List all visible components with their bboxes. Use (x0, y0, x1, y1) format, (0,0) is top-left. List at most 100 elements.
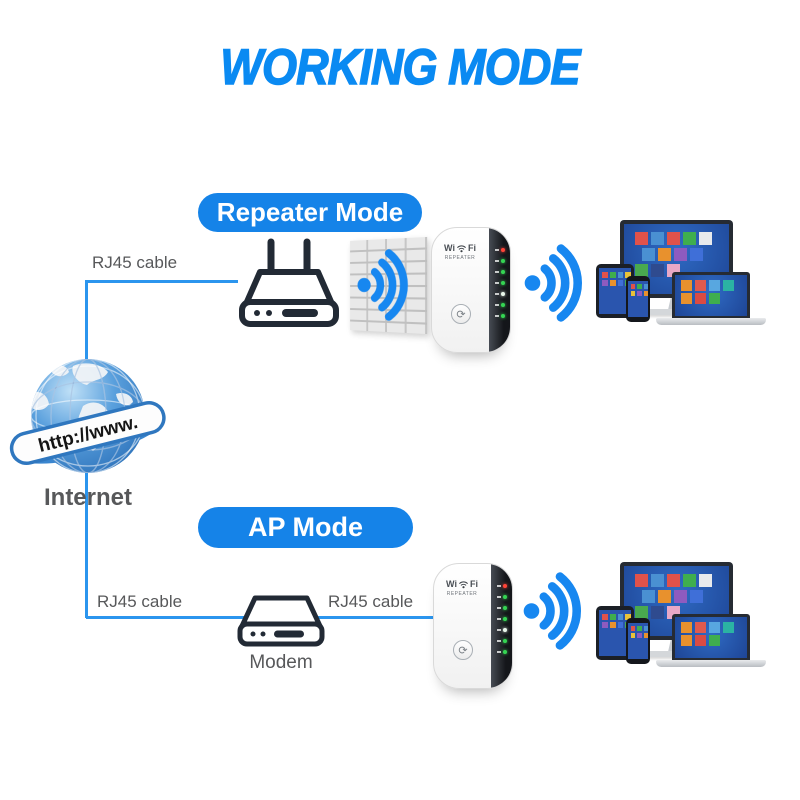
laptop-app-tiles (675, 617, 747, 646)
led-indicator (494, 270, 505, 274)
router-icon (239, 238, 339, 327)
repeater-brand: Wi Fi (432, 243, 488, 253)
laptop-screen (672, 614, 750, 661)
app-tile (674, 590, 687, 603)
app-tile (690, 248, 703, 261)
app-tile (709, 622, 720, 633)
page-title: WORKING MODE (220, 38, 581, 95)
app-tile (609, 614, 616, 620)
repeater-model-label: REPEATER (446, 591, 478, 597)
app-tile (602, 622, 608, 628)
wifi-repeater-device-top: Wi Fi REPEATER ⟳ (431, 227, 511, 353)
app-tile (617, 280, 624, 286)
led-indicator (496, 617, 507, 621)
app-tile (631, 626, 636, 631)
app-tile (642, 248, 655, 261)
app-tile (667, 574, 680, 587)
app-tile (602, 272, 608, 278)
app-tile (637, 626, 642, 631)
wifi-repeater-device: Wi Fi REPEATER ⟳ (431, 227, 511, 353)
app-tile (681, 293, 692, 304)
led-column (491, 584, 512, 654)
led-indicator (494, 259, 505, 263)
app-tile (643, 626, 648, 631)
led-indicator (496, 606, 507, 610)
app-tile (723, 280, 734, 291)
app-tile (609, 280, 616, 286)
client-devices-cluster (588, 198, 800, 362)
app-tile (635, 264, 648, 277)
internet-label: Internet (43, 484, 132, 511)
led-indicator (494, 281, 505, 285)
client-devices-top (588, 198, 800, 362)
app-tile (695, 293, 706, 304)
app-tile (683, 574, 696, 587)
phone-app-tiles (628, 623, 648, 638)
app-tile (699, 574, 712, 587)
phone-screen (628, 281, 648, 317)
app-tile (635, 574, 648, 587)
rj45-cable-label-bottom-left: RJ45 cable (97, 592, 183, 611)
app-tile (602, 280, 608, 286)
app-tile (683, 232, 696, 245)
led-indicator (496, 639, 507, 643)
wifi-fan-icon (457, 245, 466, 253)
app-tile (681, 635, 692, 646)
repeater-led-panel (489, 228, 510, 352)
wps-button: ⟳ (451, 304, 471, 324)
wifi-through-wall-icon (354, 248, 423, 323)
laptop-base (656, 318, 766, 325)
tablet-screen (599, 268, 631, 314)
app-tile (681, 622, 692, 633)
laptop-device (656, 614, 766, 668)
laptop-app-tiles (675, 275, 747, 304)
app-tile (651, 264, 664, 277)
led-indicator (494, 292, 505, 296)
app-tile (651, 606, 664, 619)
app-tile (695, 622, 706, 633)
app-tile (631, 291, 636, 296)
repeater-led-panel (491, 564, 512, 688)
app-tile (635, 606, 648, 619)
app-tile (695, 635, 706, 646)
app-tile (609, 622, 616, 628)
app-tile (658, 590, 671, 603)
wps-glyph: ⟳ (458, 644, 468, 657)
laptop-base (656, 660, 766, 667)
smartphone-device (626, 618, 650, 664)
wifi-repeater-device-bottom: Wi Fi REPEATER ⟳ (433, 563, 513, 689)
client-devices-bottom (588, 540, 800, 704)
internet-globe-icon: http://www. (9, 359, 166, 473)
ap-mode-badge: AP Mode (198, 507, 413, 548)
phone-screen (628, 623, 648, 659)
wps-button: ⟳ (453, 640, 473, 660)
app-tile (631, 633, 636, 638)
wifi-signal-icon-top (520, 244, 598, 322)
app-tile (699, 232, 712, 245)
app-tile (643, 284, 648, 289)
app-tile (637, 291, 642, 296)
smartphone-device (626, 276, 650, 322)
phone-app-tiles (628, 281, 648, 296)
brand-prefix: Wi (444, 243, 455, 253)
app-tile (723, 622, 734, 633)
repeater-brand: Wi Fi (434, 579, 490, 589)
led-indicator (494, 248, 505, 252)
app-tile (642, 590, 655, 603)
app-tile (695, 280, 706, 291)
wps-glyph: ⟳ (456, 308, 466, 321)
app-tile (674, 248, 687, 261)
app-tile (651, 574, 664, 587)
app-tile (631, 284, 636, 289)
app-tile (667, 232, 680, 245)
app-tile (635, 232, 648, 245)
led-indicator (494, 314, 505, 318)
modem-icon (237, 595, 325, 647)
app-tile (709, 635, 720, 646)
app-tile (617, 272, 624, 278)
rj45-cable-label-top: RJ45 cable (92, 253, 178, 272)
rj45-cable-label-bottom-right: RJ45 cable (328, 592, 414, 611)
brand-suffix: Fi (469, 579, 478, 589)
app-tile (625, 614, 631, 620)
